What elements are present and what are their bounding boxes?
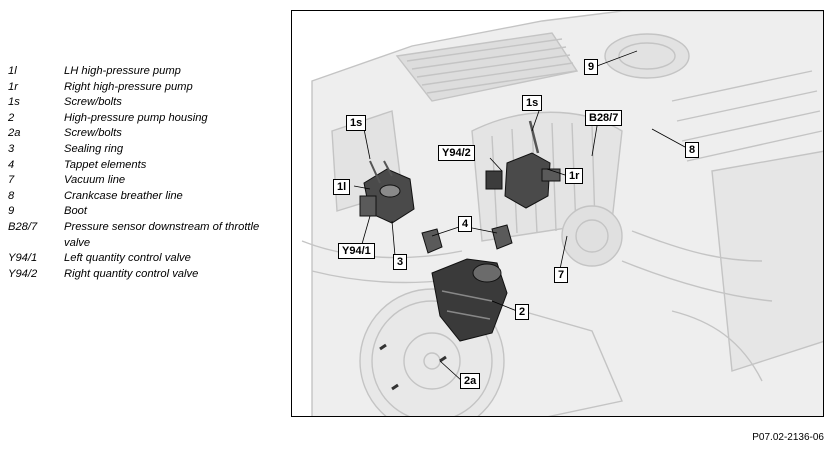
legend-desc: High-pressure pump housing bbox=[64, 111, 208, 124]
legend-item: B28/7 Pressure sensor downstream of throt… bbox=[8, 220, 280, 251]
legend-item: 2a Screw/bolts bbox=[8, 126, 280, 142]
legend-code: Y94/1 bbox=[8, 252, 38, 265]
legend-code: 7 bbox=[8, 174, 15, 187]
legend: 1l LH high-pressure pump 1r Right high-pre… bbox=[8, 64, 280, 282]
legend-desc: LH high-pressure pump bbox=[64, 65, 181, 77]
legend-desc: Tappet elements bbox=[64, 158, 147, 171]
legend-code: 2 bbox=[8, 111, 15, 124]
legend-desc: Screw/bolts bbox=[64, 96, 122, 109]
callout-left-quantity-control-valve: Y94/1 bbox=[338, 243, 375, 259]
legend-item: 2 High-pressure pump housing bbox=[8, 111, 280, 127]
callout-vacuum-line: 7 bbox=[554, 267, 569, 283]
legend-desc: Right quantity control valve bbox=[64, 267, 199, 280]
legend-desc: Pressure sensor downstream of throttle v… bbox=[64, 220, 260, 249]
legend-desc: Crankcase breather line bbox=[64, 189, 183, 202]
callout-screw-bolts-housing: 2a bbox=[460, 373, 481, 389]
callout-pump-housing: 2 bbox=[515, 304, 530, 320]
callout-pressure-sensor: B28/7 bbox=[585, 110, 623, 126]
legend-item: 3 Sealing ring bbox=[8, 142, 280, 158]
legend-code: 3 bbox=[8, 142, 15, 155]
figure-reference-id: P07.02-2136-06 bbox=[752, 432, 824, 443]
legend-item: 7 Vacuum line bbox=[8, 173, 280, 189]
legend-code: 8 bbox=[8, 189, 15, 202]
legend-code: B28/7 bbox=[8, 220, 38, 233]
legend-item: 1l LH high-pressure pump bbox=[8, 64, 280, 80]
legend-desc: Left quantity control valve bbox=[64, 252, 191, 265]
legend-desc: Screw/bolts bbox=[64, 127, 122, 140]
legend-item: 8 Crankcase breather line bbox=[8, 189, 280, 205]
callout-crankcase-breather-line: 8 bbox=[685, 142, 700, 158]
engine-illustration bbox=[301, 11, 823, 416]
screw-bolts bbox=[379, 343, 447, 391]
legend-item: 1r Right high-pressure pump bbox=[8, 80, 280, 96]
callout-boot: 9 bbox=[584, 59, 599, 75]
legend-code: 4 bbox=[8, 158, 15, 171]
engine-figure: 9 1s B28/7 1s 8 Y94/2 1r 1l 4 Y94/1 3 7 … bbox=[291, 10, 824, 417]
legend-item: 9 Boot bbox=[8, 204, 280, 220]
callout-screw-bolts-right: 1s bbox=[522, 95, 543, 111]
legend-desc: Boot bbox=[64, 205, 88, 218]
legend-code: 2a bbox=[8, 127, 21, 140]
callout-lh-high-pressure-pump: 1l bbox=[333, 179, 351, 195]
legend-desc: Vacuum line bbox=[64, 174, 126, 187]
legend-item: 1s Screw/bolts bbox=[8, 95, 280, 111]
legend-desc: Right high-pressure pump bbox=[64, 80, 193, 93]
legend-desc: Sealing ring bbox=[64, 142, 124, 155]
callout-tappet-elements: 4 bbox=[458, 216, 473, 232]
legend-code: 9 bbox=[8, 205, 15, 218]
lh-high-pressure-pump bbox=[359, 160, 415, 224]
legend-item: Y94/1 Left quantity control valve bbox=[8, 251, 280, 267]
legend-item: Y94/2 Right quantity control valve bbox=[8, 267, 280, 283]
callout-right-quantity-control-valve: Y94/2 bbox=[438, 145, 475, 161]
high-pressure-pump-housing bbox=[431, 258, 508, 342]
callout-right-high-pressure-pump: 1r bbox=[565, 168, 584, 184]
tappet-elements bbox=[421, 224, 513, 254]
legend-code: Y94/2 bbox=[8, 267, 38, 280]
legend-code: 1r bbox=[8, 80, 18, 93]
callout-sealing-ring: 3 bbox=[393, 254, 408, 270]
legend-item: 4 Tappet elements bbox=[8, 158, 280, 174]
legend-code: 1l bbox=[8, 65, 17, 77]
legend-code: 1s bbox=[8, 96, 20, 109]
callout-screw-bolts-left: 1s bbox=[346, 115, 367, 131]
